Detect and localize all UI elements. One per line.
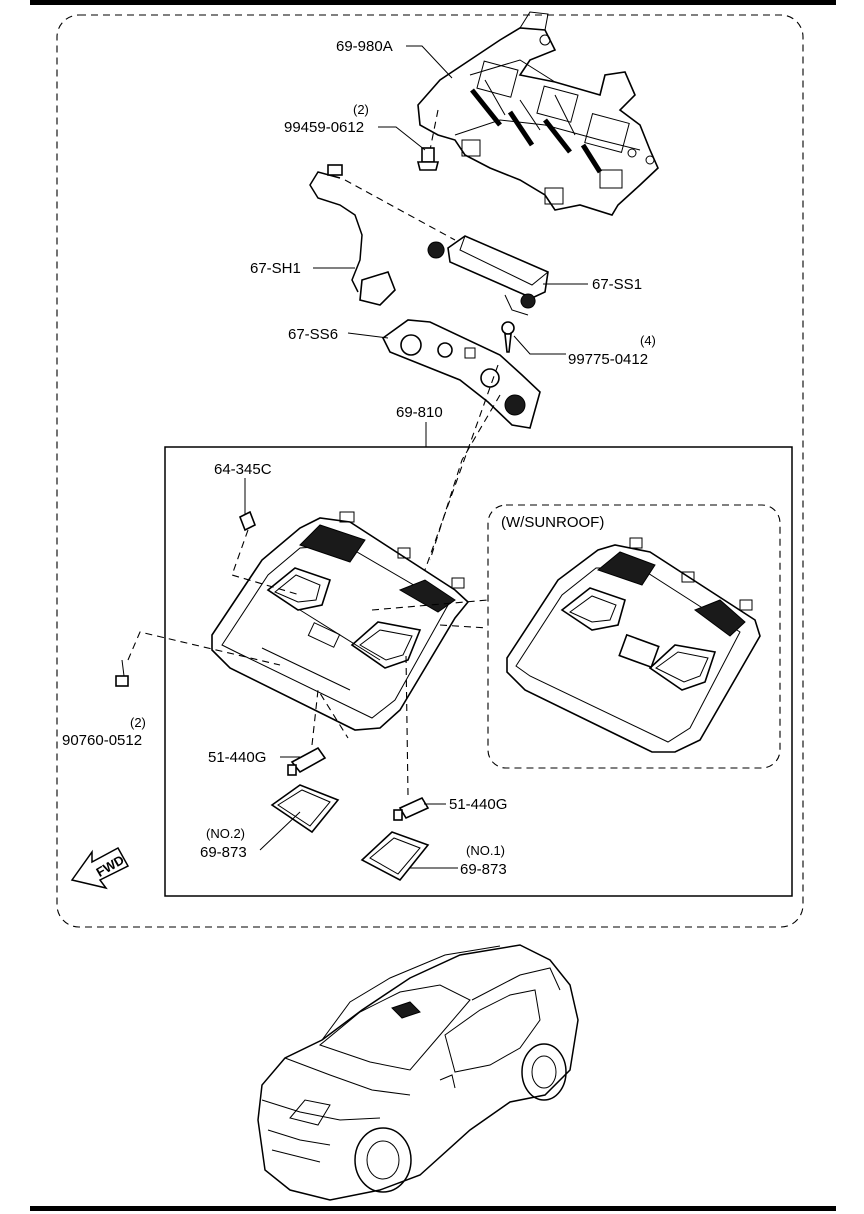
label-sunroof-variant: (W/SUNROOF)	[501, 514, 604, 531]
label-lens-1-qty: (NO.1)	[466, 843, 505, 858]
bolt-b-part	[501, 321, 515, 353]
leader-lines	[244, 45, 588, 869]
sunroof-variant-box	[487, 504, 781, 769]
label-bolt-a-qty: (2)	[353, 102, 369, 117]
harness-part	[309, 164, 456, 306]
bottom-rule	[30, 1206, 836, 1211]
fwd-arrow-icon: FWD	[70, 846, 130, 890]
label-screw-qty: (2)	[130, 715, 146, 730]
bulb-1-part	[393, 654, 430, 821]
clip-part	[231, 510, 301, 596]
sensor-part	[427, 235, 549, 316]
assembly-boundary	[56, 14, 804, 928]
label-screw: 90760-0512	[62, 732, 142, 749]
label-clip: 64-345C	[214, 461, 272, 478]
label-lens-2-qty: (NO.2)	[206, 826, 245, 841]
label-bolt-b-qty: (4)	[640, 333, 656, 348]
bracket-part	[417, 11, 659, 216]
sensor-cover-part	[381, 319, 541, 429]
lens-1-part	[360, 831, 430, 882]
label-bolt-a: 99459-0612	[284, 119, 364, 136]
label-bulb-2: 51-440G	[208, 749, 266, 766]
top-rule	[30, 0, 836, 5]
suv-vehicle-icon	[257, 944, 579, 1201]
label-sensor: 67-SS1	[592, 276, 642, 293]
roof-console-marker	[391, 1001, 421, 1019]
label-lens-2: 69-873	[200, 844, 247, 861]
label-harness: 67-SH1	[250, 260, 301, 277]
label-bolt-b: 99775-0412	[568, 351, 648, 368]
label-bracket: 69-980A	[336, 38, 393, 55]
console-main-part	[211, 511, 470, 731]
screw-part	[115, 631, 281, 687]
lens-2-part	[270, 784, 340, 834]
console-sunroof-part	[506, 537, 761, 753]
console-detail-box	[164, 446, 793, 897]
label-console: 69-810	[396, 404, 443, 421]
bolt-a-part	[416, 109, 440, 171]
bulb-2-part	[287, 688, 349, 776]
label-lens-1: 69-873	[460, 861, 507, 878]
label-bulb-1: 51-440G	[449, 796, 507, 813]
label-sensor-cover: 67-SS6	[288, 326, 338, 343]
